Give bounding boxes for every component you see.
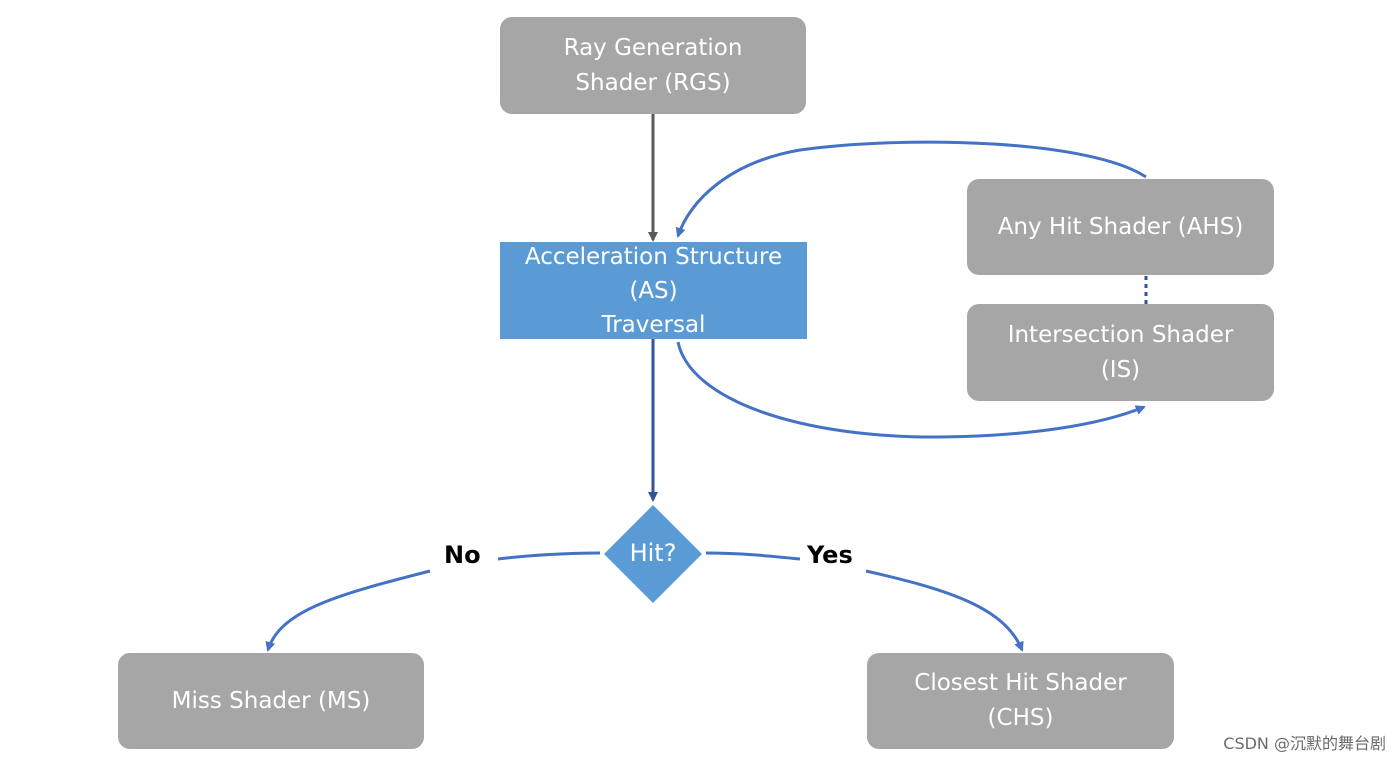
intersection-shader-box: Intersection Shader (IS) (967, 304, 1274, 401)
closest-hit-shader-box: Closest Hit Shader (CHS) (867, 653, 1174, 749)
arrow-decision-no (497, 551, 601, 561)
arrow-ahs-to-as (675, 140, 1147, 238)
arrow-decision-yes (705, 551, 801, 561)
no-branch-label: No (444, 541, 481, 569)
hit-decision-diamond (604, 505, 702, 603)
any-hit-shader-box: Any Hit Shader (AHS) (967, 179, 1274, 275)
arrow-no-to-ms (265, 569, 431, 652)
hit-decision-label: Hit? (629, 539, 677, 567)
acceleration-structure-box: Acceleration Structure (AS) Traversal (500, 242, 807, 339)
miss-shader-box: Miss Shader (MS) (118, 653, 424, 749)
ray-generation-shader-box: Ray Generation Shader (RGS) (500, 17, 806, 114)
arrow-yes-to-chs (865, 569, 1024, 652)
arrow-as-to-is (676, 341, 1146, 439)
yes-branch-label: Yes (807, 541, 853, 569)
watermark: CSDN @沉默的舞台剧 (1223, 734, 1386, 753)
